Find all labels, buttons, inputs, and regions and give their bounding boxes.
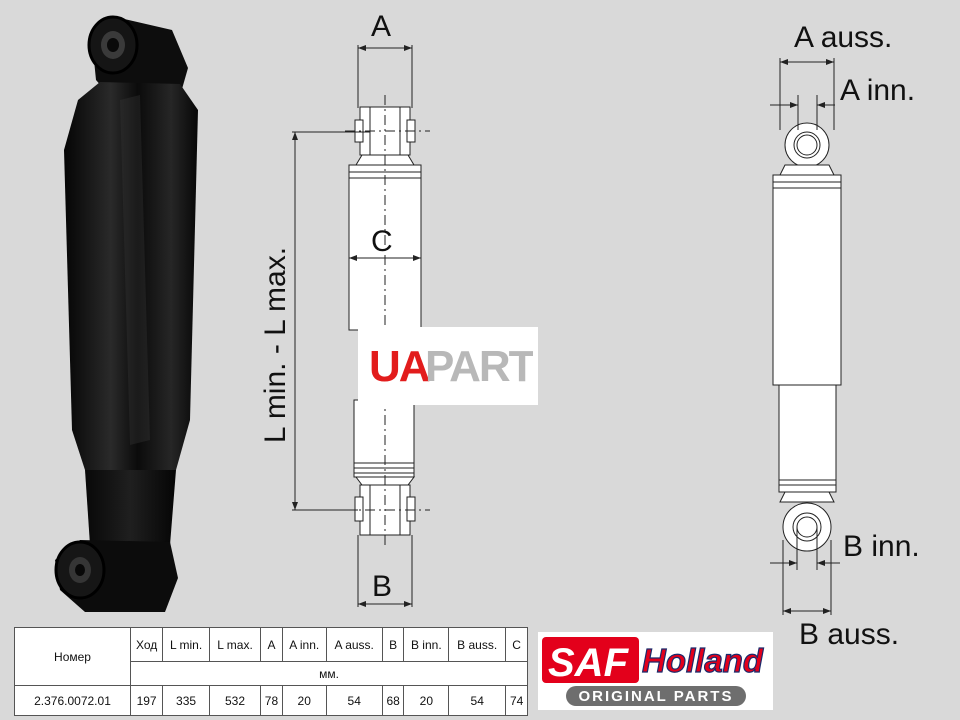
logo-holland: Holland (642, 642, 764, 679)
cell-hod: 197 (129, 685, 164, 716)
header-b-inn: B inn. (403, 627, 450, 662)
cell-number: 2.376.0072.01 (14, 685, 131, 716)
dim-a-auss-label: A auss. (794, 21, 893, 54)
units-cell: мм. (130, 661, 528, 686)
cell-b-auss: 54 (448, 685, 507, 716)
header-lmin: L min. (162, 627, 210, 662)
shock-absorber-photo (54, 15, 198, 612)
header-lmax: L max. (208, 627, 262, 662)
header-hod: Ход (129, 627, 164, 662)
uaparts-watermark: UA PARTS (358, 327, 538, 405)
watermark-parts: PARTS (425, 342, 533, 391)
header-a: A (260, 627, 283, 662)
cell-a: 78 (260, 685, 283, 716)
dim-c-label: C (371, 225, 393, 258)
watermark-ua: UA (369, 342, 430, 391)
header-a-auss: A auss. (325, 627, 383, 662)
header-b-auss: B auss. (448, 627, 507, 662)
header-c: C (505, 627, 528, 662)
dim-a-inn-label: A inn. (840, 74, 916, 107)
dim-b-auss-label: B auss. (799, 618, 900, 651)
header-b: B (381, 627, 405, 662)
header-nomer: Номер (14, 627, 131, 686)
technical-drawing (292, 45, 842, 615)
dim-l-label: L min. - L max. (259, 246, 292, 444)
logo-tagline: ORIGINAL PARTS (579, 688, 734, 705)
dim-b-inn-label: B inn. (843, 530, 920, 563)
cell-c: 74 (505, 685, 528, 716)
cell-lmax: 532 (208, 685, 262, 716)
cell-lmin: 335 (162, 685, 210, 716)
spec-table: Номер Ход L min. L max. A A inn. A auss.… (14, 627, 528, 716)
cell-b: 68 (381, 685, 405, 716)
saf-holland-logo: SAF Holland ORIGINAL PARTS (538, 632, 773, 710)
logo-saf: SAF (548, 641, 630, 685)
cell-a-auss: 54 (325, 685, 383, 716)
cell-b-inn: 20 (403, 685, 450, 716)
dim-a-label: A (371, 10, 392, 43)
cell-a-inn: 20 (281, 685, 327, 716)
dim-b-label: B (372, 570, 393, 603)
header-a-inn: A inn. (281, 627, 327, 662)
